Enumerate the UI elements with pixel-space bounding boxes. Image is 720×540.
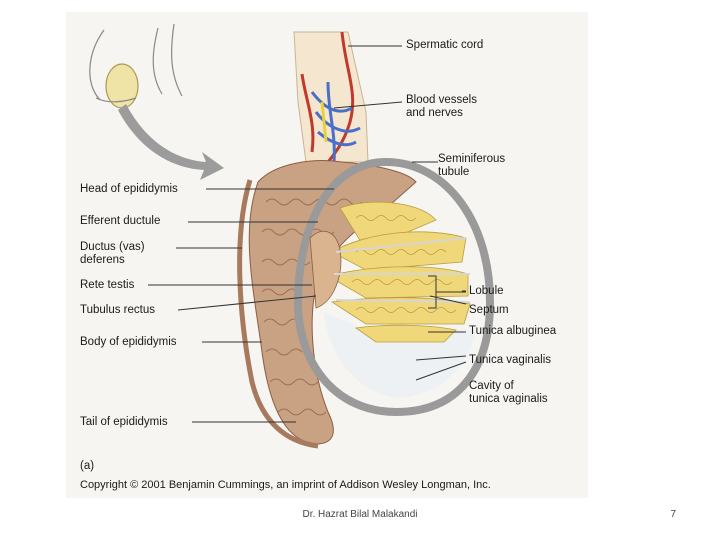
footer-author: Dr. Hazrat Bilal Malakandi bbox=[302, 509, 418, 520]
label-seminiferous-tubule: Seminiferous tubule bbox=[438, 153, 506, 178]
label-tunica-vaginalis: Tunica vaginalis bbox=[469, 354, 552, 366]
label-tunica-albuginea: Tunica albuginea bbox=[469, 325, 557, 337]
label-blood-vessels: Blood vessels and nerves bbox=[406, 94, 477, 119]
page-number: 7 bbox=[670, 509, 676, 520]
label-lobule: Lobule bbox=[469, 285, 504, 297]
label-efferent-ductule: Efferent ductule bbox=[80, 215, 161, 227]
panel-label: (a) bbox=[80, 460, 95, 472]
label-rete-testis: Rete testis bbox=[80, 279, 135, 291]
testis-illustration bbox=[89, 23, 495, 449]
label-ductus-deferens: Ductus (vas) deferens bbox=[80, 241, 145, 266]
seminiferous-tubules bbox=[326, 201, 471, 343]
copyright-notice: Copyright © 2001 Benjamin Cummings, an i… bbox=[80, 479, 491, 491]
label-spermatic-cord: Spermatic cord bbox=[406, 39, 484, 51]
label-head-epididymis: Head of epididymis bbox=[80, 183, 178, 195]
testis-diagram: Spermatic cord Blood vessels and nerves … bbox=[66, 12, 588, 498]
label-cavity-tunica: Cavity of tunica vaginalis bbox=[469, 380, 548, 405]
label-septum: Septum bbox=[469, 304, 509, 316]
label-tubulus-rectus: Tubulus rectus bbox=[80, 304, 155, 316]
label-tail-epididymis: Tail of epididymis bbox=[80, 416, 168, 428]
tunica-vaginalis-shell bbox=[293, 157, 495, 417]
label-body-epididymis: Body of epididymis bbox=[80, 336, 177, 348]
arrow-icon bbox=[118, 104, 224, 180]
inset-sketch bbox=[89, 23, 183, 109]
